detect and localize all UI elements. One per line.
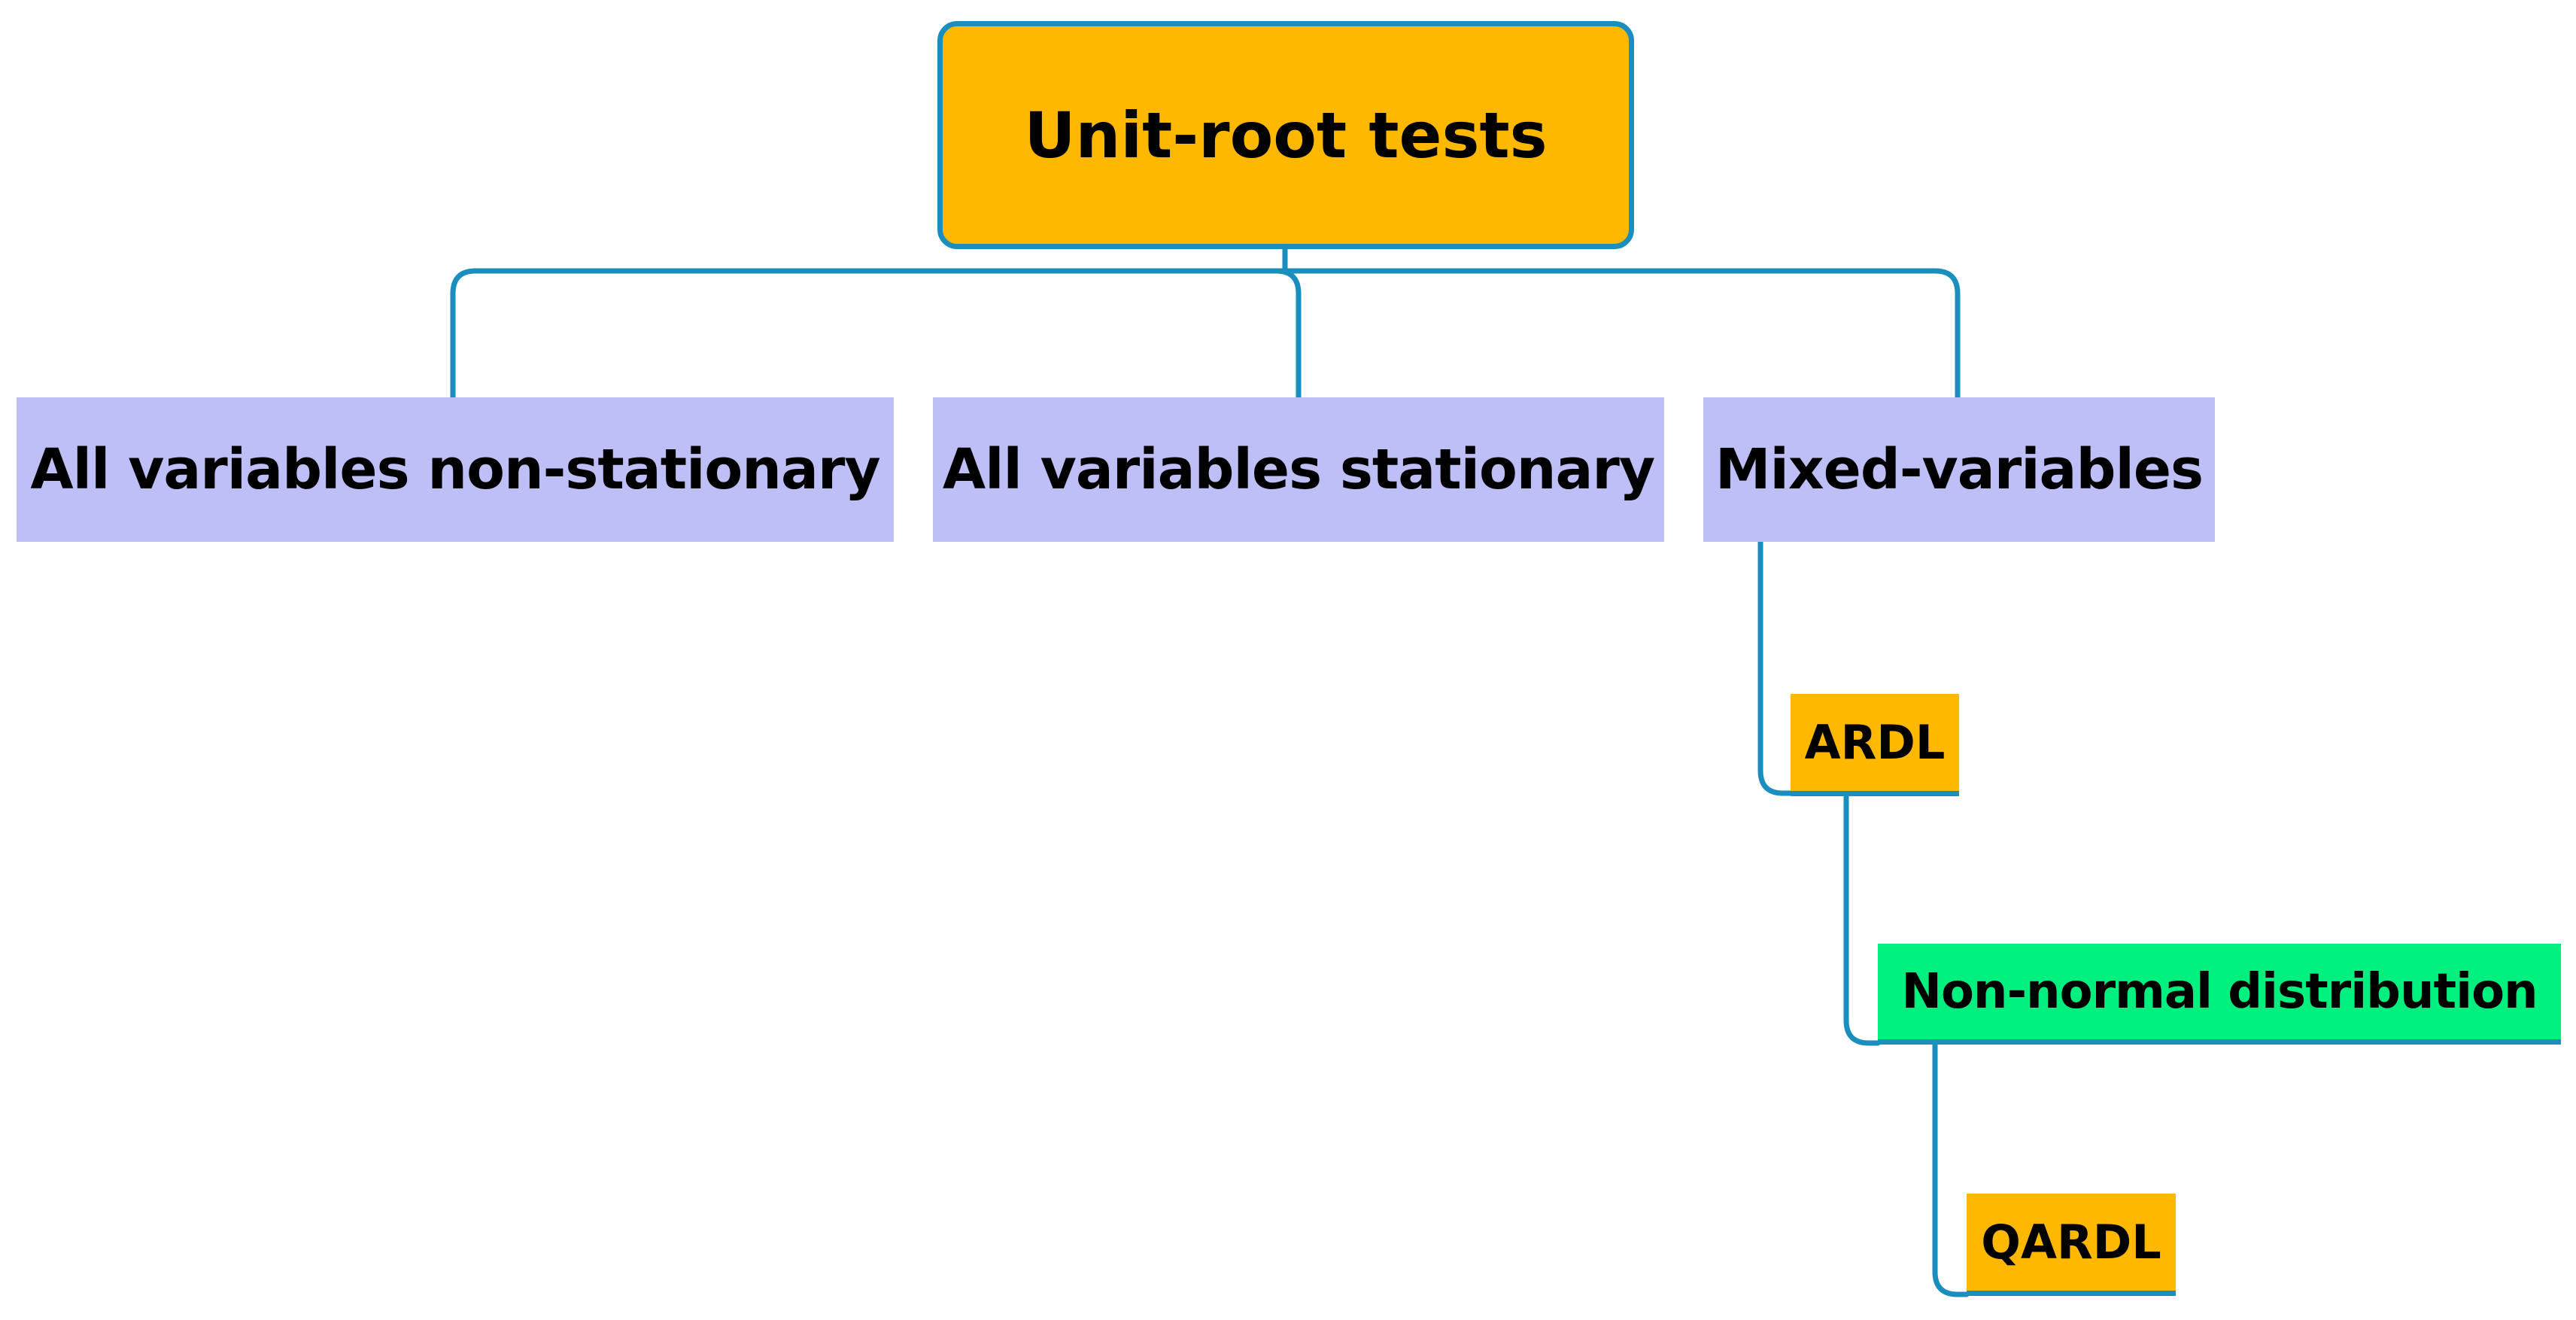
connector-root-to-nonstationary: [450, 246, 1288, 400]
branch-node-stationary: All variables stationary: [933, 397, 1664, 542]
leaf-node-non-normal-distribution: Non-normal distribution: [1878, 944, 2561, 1045]
connector-ardl-to-nonnormal: [1843, 793, 1881, 1046]
connector-root-to-stationary: [1273, 268, 1302, 400]
branch-node-mixed-variables: Mixed-variables: [1703, 397, 2215, 542]
branch-node-non-stationary: All variables non-stationary: [17, 397, 894, 542]
connector-mixed-to-ardl: [1757, 539, 1794, 796]
connector-nonnormal-to-qardl: [1932, 1042, 1970, 1297]
root-node-unit-root-tests: Unit-root tests: [937, 21, 1634, 249]
connector-root-to-mixed: [1282, 268, 1961, 400]
leaf-node-ardl: ARDL: [1791, 694, 1959, 796]
leaf-node-qardl: QARDL: [1967, 1194, 2176, 1296]
